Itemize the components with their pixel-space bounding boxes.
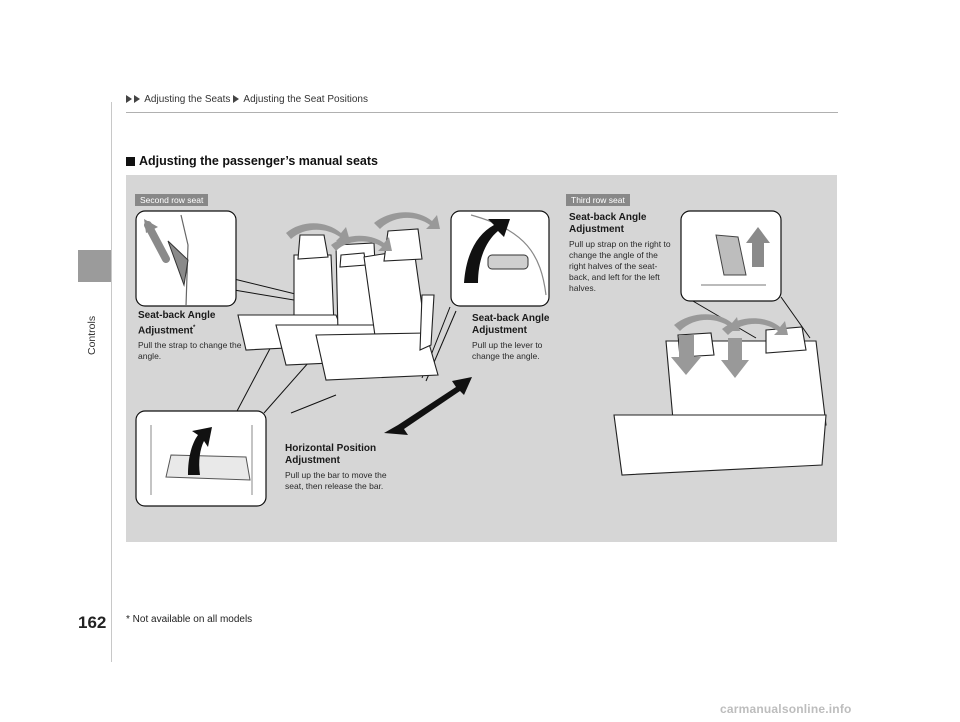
watermark: carmanualsonline.info bbox=[720, 702, 852, 716]
side-divider bbox=[111, 102, 112, 662]
third-row-recline-arrows bbox=[671, 314, 788, 378]
section-bullet-icon bbox=[126, 157, 135, 166]
inset-strap bbox=[135, 210, 237, 307]
callout-text: Pull up the bar to move the seat, then r… bbox=[285, 470, 387, 491]
callout-text: Pull the strap to change the angle. bbox=[138, 340, 242, 362]
callout-title: Seat-back Angle Adjustment bbox=[569, 212, 647, 235]
breadcrumb: Adjusting the Seats Adjusting the Seat P… bbox=[126, 94, 368, 105]
callout-text: Pull up strap on the right to change the… bbox=[569, 239, 671, 293]
second-row-seats bbox=[237, 228, 439, 381]
callout-title: Horizontal Position Adjustment bbox=[285, 443, 377, 466]
callout-title: Seat-back Angle Adjustment bbox=[472, 313, 550, 336]
footnote: * Not available on all models bbox=[126, 614, 253, 625]
callout-horizontal-position: Horizontal Position Adjustment Pull up t… bbox=[285, 443, 395, 492]
callout-seatback-strap: Seat-back Angle Adjustment* Pull the str… bbox=[138, 310, 253, 362]
third-row-bench bbox=[613, 326, 827, 476]
breadcrumb-arrow-icon bbox=[134, 95, 140, 103]
chapter-label: Controls bbox=[86, 315, 98, 355]
breadcrumb-item[interactable]: Adjusting the Seats bbox=[144, 94, 231, 105]
slide-arrow-icon bbox=[384, 377, 472, 435]
leader-lines bbox=[233, 278, 811, 414]
second-row-tag: Second row seat bbox=[135, 194, 209, 206]
inset-lever bbox=[450, 210, 550, 307]
third-row-tag: Third row seat bbox=[566, 194, 630, 206]
chapter-tab bbox=[78, 250, 112, 282]
callout-seatback-third-row: Seat-back Angle Adjustment Pull up strap… bbox=[569, 212, 674, 294]
breadcrumb-item[interactable]: Adjusting the Seat Positions bbox=[243, 94, 368, 105]
seat-illustration bbox=[135, 210, 827, 507]
breadcrumb-arrow-icon bbox=[233, 95, 240, 103]
breadcrumb-arrow-icon bbox=[126, 95, 132, 103]
callout-text: Pull up the lever to change the angle. bbox=[472, 340, 543, 361]
inset-bar bbox=[135, 410, 267, 507]
second-row-recline-arrows bbox=[286, 212, 440, 251]
callout-seatback-lever: Seat-back Angle Adjustment Pull up the l… bbox=[472, 313, 562, 362]
callout-title: Seat-back Angle Adjustment* bbox=[138, 310, 216, 337]
header-divider bbox=[126, 112, 838, 113]
seat-adjustment-figure: Second row seat Third row seat Seat-back… bbox=[126, 175, 837, 542]
page-number: 162 bbox=[78, 613, 107, 632]
inset-third-strap bbox=[680, 210, 782, 302]
section-title: Adjusting the passenger’s manual seats bbox=[126, 154, 378, 168]
